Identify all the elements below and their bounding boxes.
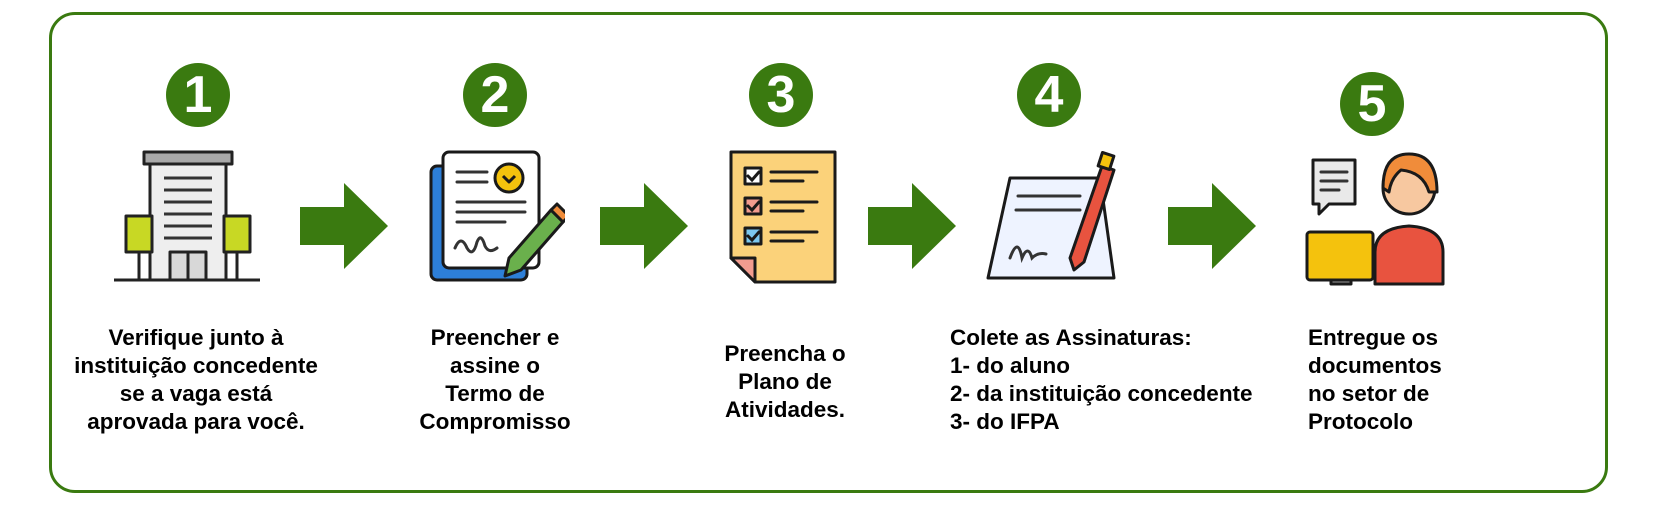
step-1-line-1: Verifique junto à: [108, 325, 284, 350]
step-2-line-2: assine o: [449, 353, 541, 378]
step-5-line-4: Protocolo: [1308, 409, 1413, 434]
step-5-line-3: no setor de: [1308, 381, 1430, 406]
signed-contract-icon: [429, 150, 565, 282]
signature-pen-icon: [986, 150, 1116, 280]
step-2-caption: Preencher e assine o Termo de Compromiss…: [400, 324, 590, 436]
step-5-line-1: Entregue os: [1308, 325, 1439, 350]
building-icon: [114, 150, 260, 282]
step-1-line-4: aprovada para você.: [87, 409, 305, 434]
step-3-caption: Preencha o Plano de Atividades.: [700, 340, 870, 424]
step-1-caption: Verifique junto à instituição concedente…: [66, 324, 326, 436]
step-4-number: 4: [1017, 63, 1081, 127]
checklist-icon: [729, 150, 837, 284]
step-4-line-4: 3- do IFPA: [950, 409, 1060, 434]
step-5-number: 5: [1340, 72, 1404, 136]
step-2-line-1: Preencher e: [430, 325, 560, 350]
step-2-line-4: Compromisso: [419, 409, 571, 434]
step-5-line-2: documentos: [1308, 353, 1442, 378]
arrow-right-icon: [600, 183, 688, 269]
step-4-line-2: 1- do aluno: [950, 353, 1070, 378]
step-1-line-3: se a vaga está: [119, 381, 273, 406]
step-2-number: 2: [463, 63, 527, 127]
step-4-line-3: 2- da instituição concedente: [950, 381, 1253, 406]
step-3-line-1: Preencha o: [724, 341, 846, 366]
step-1-number: 1: [166, 63, 230, 127]
step-3-number: 3: [749, 63, 813, 127]
step-1-line-2: instituição concedente: [74, 353, 318, 378]
step-3-line-3: Atividades.: [724, 397, 846, 422]
step-3-line-2: Plano de: [738, 369, 832, 394]
step-5-caption: Entregue os documentos no setor de Proto…: [1308, 324, 1508, 436]
step-2-line-3: Termo de: [445, 381, 545, 406]
arrow-right-icon: [868, 183, 956, 269]
step-4-caption: Colete as Assinaturas: 1- do aluno 2- da…: [950, 324, 1280, 436]
receptionist-icon: [1305, 152, 1445, 286]
arrow-right-icon: [300, 183, 388, 269]
step-4-line-1: Colete as Assinaturas:: [950, 325, 1192, 350]
arrow-right-icon: [1168, 183, 1256, 269]
